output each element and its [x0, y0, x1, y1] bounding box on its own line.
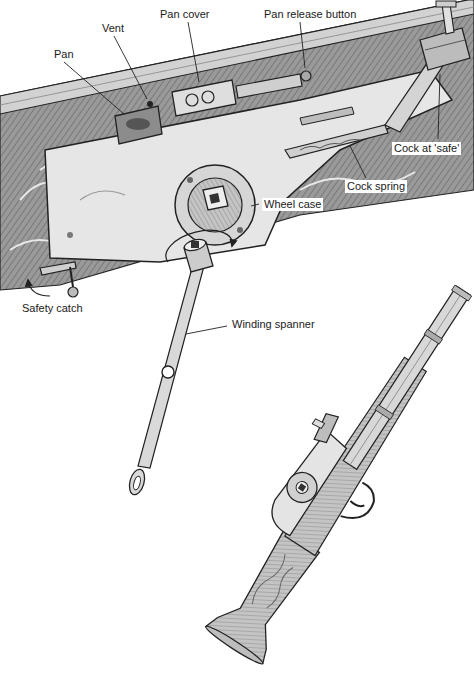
wheellock-pistol: [312, 418, 324, 429]
part-label: Pan cover: [158, 8, 212, 21]
wheel-case: [209, 193, 220, 204]
leader-lines: [350, 146, 366, 178]
wheellock-pistol: [343, 286, 470, 469]
winding-spanner: [127, 468, 147, 497]
safety-catch: [28, 280, 50, 296]
wheellock-pistol: [452, 285, 472, 301]
pan-release-button: [301, 71, 311, 81]
wheel-case: [188, 178, 242, 232]
winding-spanner: [183, 237, 207, 252]
wheellock-pistol: [294, 479, 311, 496]
stock: [0, 0, 474, 290]
wheellock-pistol: [341, 482, 381, 527]
winding-spanner: [191, 241, 199, 248]
wheel-case: [175, 165, 255, 245]
pan: [126, 118, 150, 130]
leader-lines: [64, 62, 124, 114]
cock: [442, 4, 454, 34]
cock: [420, 28, 470, 70]
leader-lines: [438, 74, 440, 139]
wheel-case: [237, 227, 243, 233]
cock: [436, 1, 456, 7]
wheel-case: [203, 186, 228, 210]
vent: [147, 101, 153, 107]
pan-cover: [236, 74, 302, 98]
wheellock-pistol: [298, 483, 306, 491]
leader-lines: [188, 22, 199, 82]
part-label: Winding spanner: [230, 318, 317, 331]
winding-spanner: [138, 266, 204, 468]
pan-cover: [172, 74, 302, 116]
wheellock-pistol: [263, 428, 349, 536]
wheellock-pistol: [204, 623, 265, 667]
part-label: Cock at 'safe': [392, 142, 461, 155]
part-label: Safety catch: [20, 302, 85, 315]
lock-plate: [67, 232, 73, 238]
cock-spring: [285, 125, 388, 158]
wheellock-pistol: [350, 498, 364, 509]
lock-plate: [300, 107, 354, 125]
wheel-case: [187, 177, 193, 183]
wheellock-pistol: [311, 410, 342, 446]
wheellock-pistol: [375, 405, 393, 420]
winding-spanner: [162, 366, 174, 378]
cock-spring: [285, 125, 388, 158]
leader-lines: [186, 326, 227, 334]
part-label: Cock spring: [345, 180, 407, 193]
part-label: Wheel case: [262, 198, 323, 211]
cock: [385, 1, 470, 132]
wheellock-pistol: [424, 329, 442, 344]
part-label: Vent: [100, 22, 126, 35]
safety-catch: [68, 287, 78, 297]
stock: [0, 0, 474, 290]
winding-spanner: [132, 475, 141, 490]
leader-lines: [251, 204, 259, 206]
leader-lines: [114, 36, 147, 99]
wheellock-pistol: [350, 291, 463, 465]
wheel-case: [175, 165, 255, 245]
winding-spanner: [127, 230, 232, 496]
pan: [115, 101, 162, 144]
pan: [115, 106, 162, 144]
pan-cover: [186, 94, 198, 106]
lock-plate: [80, 191, 125, 200]
wheellock-pistol: [264, 566, 295, 610]
cock: [425, 40, 465, 50]
wheellock-pistol: [281, 467, 322, 508]
part-label: Pan release button: [262, 8, 358, 21]
leader-lines: [64, 22, 440, 334]
safety-catch: [70, 267, 73, 287]
part-label: Pan: [52, 48, 76, 61]
leader-lines: [300, 22, 305, 68]
safety-catch: [28, 262, 78, 297]
wheellock-pistol: [186, 261, 474, 670]
cock: [385, 62, 444, 132]
pan-release-button: [301, 71, 311, 81]
pan-cover: [202, 91, 214, 103]
pan-cover: [172, 80, 236, 116]
